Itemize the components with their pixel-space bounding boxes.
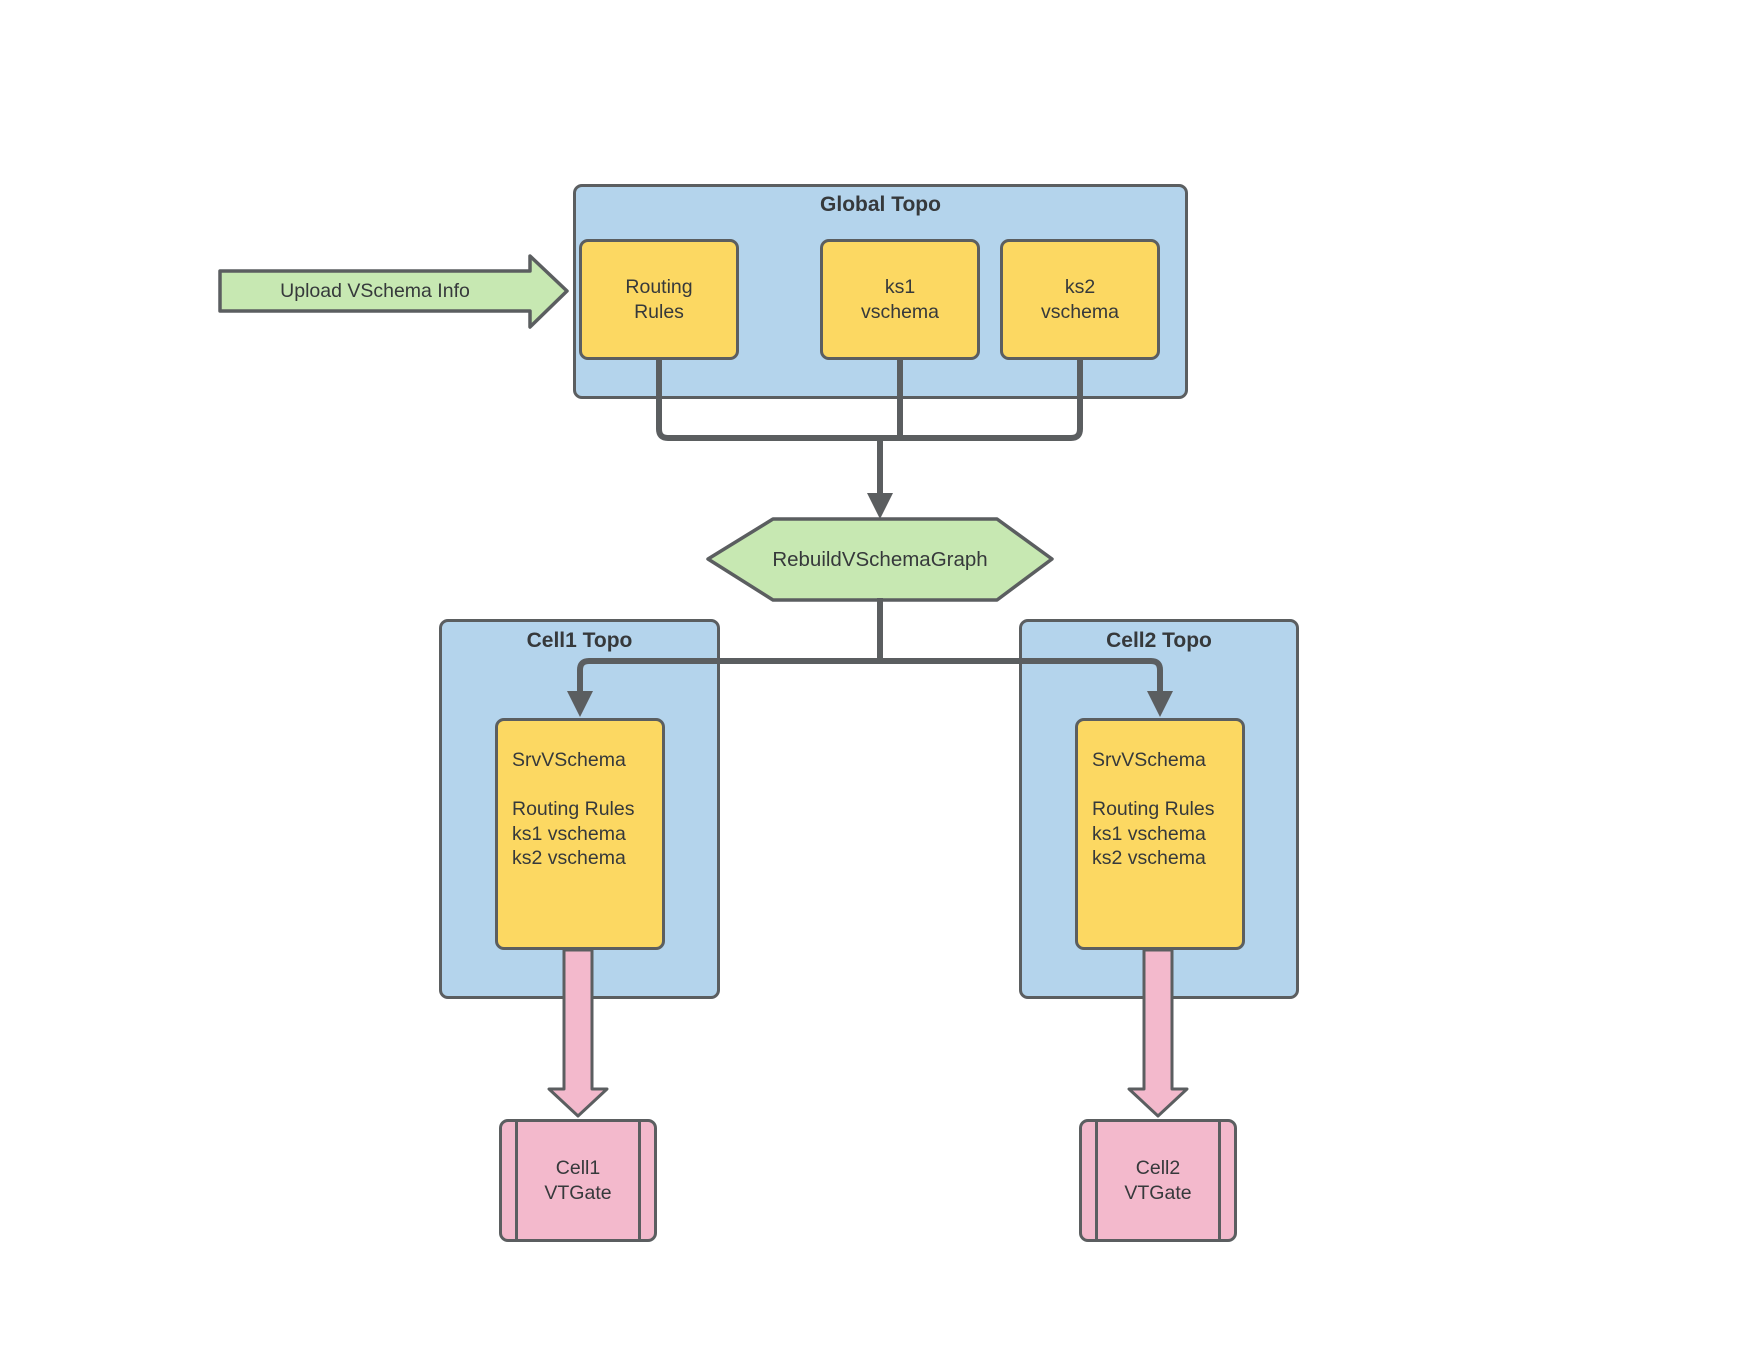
vtgate-side-line — [638, 1121, 641, 1240]
cell1-vtgate-node: Cell1 VTGate — [499, 1119, 657, 1242]
cell2-topo-title: Cell2 Topo — [1106, 629, 1212, 652]
routing-rules-node: Routing Rules — [579, 239, 739, 360]
ks2-vschema-node: ks2 vschema — [1000, 239, 1160, 360]
cell2-srvvschema-node: SrvVSchema Routing Rules ks1 vschema ks2… — [1075, 718, 1245, 950]
cell2-vtgate-label: Cell2 VTGate — [1124, 1156, 1192, 1204]
cell1-topo-title: Cell1 Topo — [526, 629, 633, 652]
vtgate-side-line — [1095, 1121, 1098, 1240]
rebuild-vschema-label: RebuildVSchemaGraph — [772, 547, 988, 571]
upload-vschema-label: Upload VSchema Info — [280, 279, 470, 302]
ks1-vschema-node: ks1 vschema — [820, 239, 980, 360]
vtgate-side-line — [515, 1121, 518, 1240]
arrowhead-into-rebuild — [867, 493, 893, 519]
cell1-vtgate-label: Cell1 VTGate — [544, 1156, 612, 1204]
vtgate-side-line — [1218, 1121, 1221, 1240]
global-topo-title: Global Topo — [820, 193, 941, 216]
cell1-srvvschema-node: SrvVSchema Routing Rules ks1 vschema ks2… — [495, 718, 665, 950]
cell2-vtgate-node: Cell2 VTGate — [1079, 1119, 1237, 1242]
